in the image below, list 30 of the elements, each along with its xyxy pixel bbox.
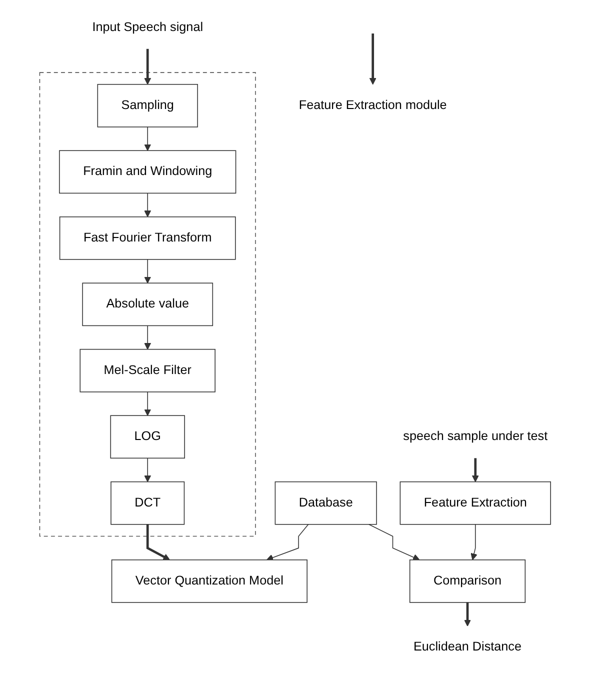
cluster <box>39 72 256 537</box>
node-box: Framin and Windowing <box>59 150 236 194</box>
node-text: speech sample under test <box>403 430 548 444</box>
node-box: Feature Extraction <box>400 481 551 525</box>
arrow <box>144 458 152 482</box>
node-box: Database <box>274 481 377 525</box>
arrow <box>470 524 478 560</box>
node-text: Feature Extraction module <box>298 98 447 112</box>
node-text: Euclidean Distance <box>414 640 522 654</box>
arrow <box>369 34 376 85</box>
arrow <box>144 192 152 218</box>
node-box: Mel-Scale Filter <box>80 348 216 392</box>
arrow <box>472 458 479 482</box>
arrow <box>144 325 152 350</box>
node-box: Fast Fourier Transform <box>59 216 236 260</box>
arrow <box>368 524 420 561</box>
arrow <box>266 524 309 561</box>
node-box: DCT <box>110 481 185 525</box>
arrow <box>464 602 471 626</box>
arrow <box>146 524 170 560</box>
node-box: Vector Quantization Model <box>111 559 308 603</box>
arrow <box>144 392 152 416</box>
node-box: Absolute value <box>82 282 214 326</box>
node-text: Input Speech signal <box>92 20 204 34</box>
node-box: Sampling <box>97 84 198 128</box>
node-box: LOG <box>110 415 185 459</box>
node-box: Comparison <box>409 559 526 603</box>
arrow <box>144 259 152 284</box>
arrow <box>144 126 152 151</box>
arrow <box>144 48 152 85</box>
